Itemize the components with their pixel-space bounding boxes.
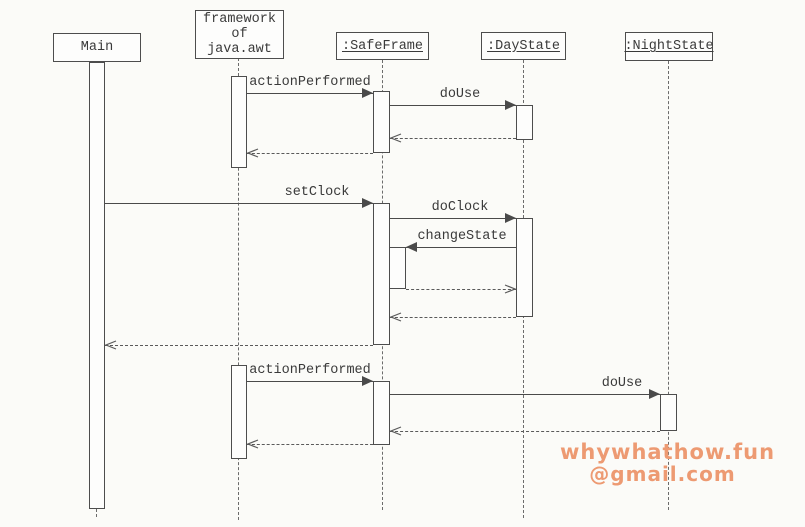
- participant-framework-label: framework of java.awt: [203, 12, 276, 57]
- arrowhead-open-left-icon: [247, 148, 259, 158]
- message-label-douse-2: doUse: [601, 376, 643, 391]
- return-line-daystate-safeframe-2: [390, 317, 516, 318]
- participant-daystate: :DayState: [481, 32, 566, 60]
- return-line-safeframe-main: [105, 345, 373, 346]
- watermark-line2: @gmail.com: [589, 462, 736, 486]
- message-label-actionperformed-1: actionPerformed: [249, 75, 371, 90]
- message-label-doclock: doClock: [431, 200, 489, 215]
- watermark-line1: whywhathow.fun: [560, 440, 776, 464]
- return-line-nightstate-safeframe: [390, 431, 660, 432]
- activation-safeframe-3: [373, 381, 390, 445]
- participant-main-label: Main: [80, 40, 114, 55]
- arrowhead-filled-right-icon: [362, 198, 373, 208]
- return-line-daystate-safeframe-1: [390, 138, 516, 139]
- activation-safeframe-1: [373, 91, 390, 153]
- arrowhead-open-left-icon: [247, 439, 259, 449]
- message-line-doclock: [390, 218, 516, 219]
- message-line-changestate: [406, 247, 516, 248]
- message-line-setclock: [105, 203, 373, 204]
- message-line-actionperformed-1: [247, 93, 373, 94]
- activation-daystate-1: [516, 105, 533, 140]
- activation-framework-1: [231, 76, 247, 168]
- return-line-safeframe-framework-1: [247, 153, 373, 154]
- participant-main: Main: [53, 33, 141, 62]
- participant-nightstate-label: :NightState: [624, 39, 714, 54]
- message-line-douse-1: [390, 105, 516, 106]
- activation-framework-2: [231, 365, 247, 459]
- activation-nightstate: [660, 394, 677, 431]
- lifeline-framework: [238, 58, 239, 520]
- message-label-setclock: setClock: [284, 185, 350, 200]
- participant-safeframe-label: :SafeFrame: [341, 38, 423, 54]
- lifeline-nightstate: [668, 61, 669, 510]
- message-label-douse-1: doUse: [439, 87, 481, 102]
- arrowhead-filled-right-icon: [362, 88, 373, 98]
- return-line-safeframe-framework-2: [247, 444, 373, 445]
- arrowhead-filled-right-icon: [649, 389, 660, 399]
- activation-safeframe-2: [373, 203, 390, 345]
- arrowhead-filled-right-icon: [505, 213, 516, 223]
- activation-daystate-2: [516, 218, 533, 317]
- participant-nightstate: :NightState: [624, 32, 714, 61]
- arrowhead-filled-right-icon: [362, 376, 373, 386]
- return-line-safeframe-daystate: [406, 289, 516, 290]
- message-label-actionperformed-2: actionPerformed: [249, 363, 371, 378]
- arrowhead-open-left-icon: [390, 133, 402, 143]
- arrowhead-open-left-icon: [390, 312, 402, 322]
- participant-framework: framework of java.awt: [195, 10, 284, 59]
- arrowhead-filled-right-icon: [505, 100, 516, 110]
- message-label-changestate: changeState: [417, 229, 507, 244]
- message-line-actionperformed-2: [247, 381, 373, 382]
- activation-main: [89, 62, 105, 509]
- arrowhead-open-left-icon: [105, 340, 117, 350]
- arrowhead-open-left-icon: [390, 426, 402, 436]
- participant-safeframe: :SafeFrame: [336, 32, 429, 60]
- activation-safeframe-nested: [389, 247, 406, 289]
- arrowhead-open-right-icon: [504, 284, 516, 294]
- watermark: whywhathow.fun @gmail.com: [560, 440, 776, 486]
- arrowhead-filled-left-icon: [406, 242, 417, 252]
- participant-daystate-label: :DayState: [487, 38, 560, 54]
- message-line-douse-2: [390, 394, 660, 395]
